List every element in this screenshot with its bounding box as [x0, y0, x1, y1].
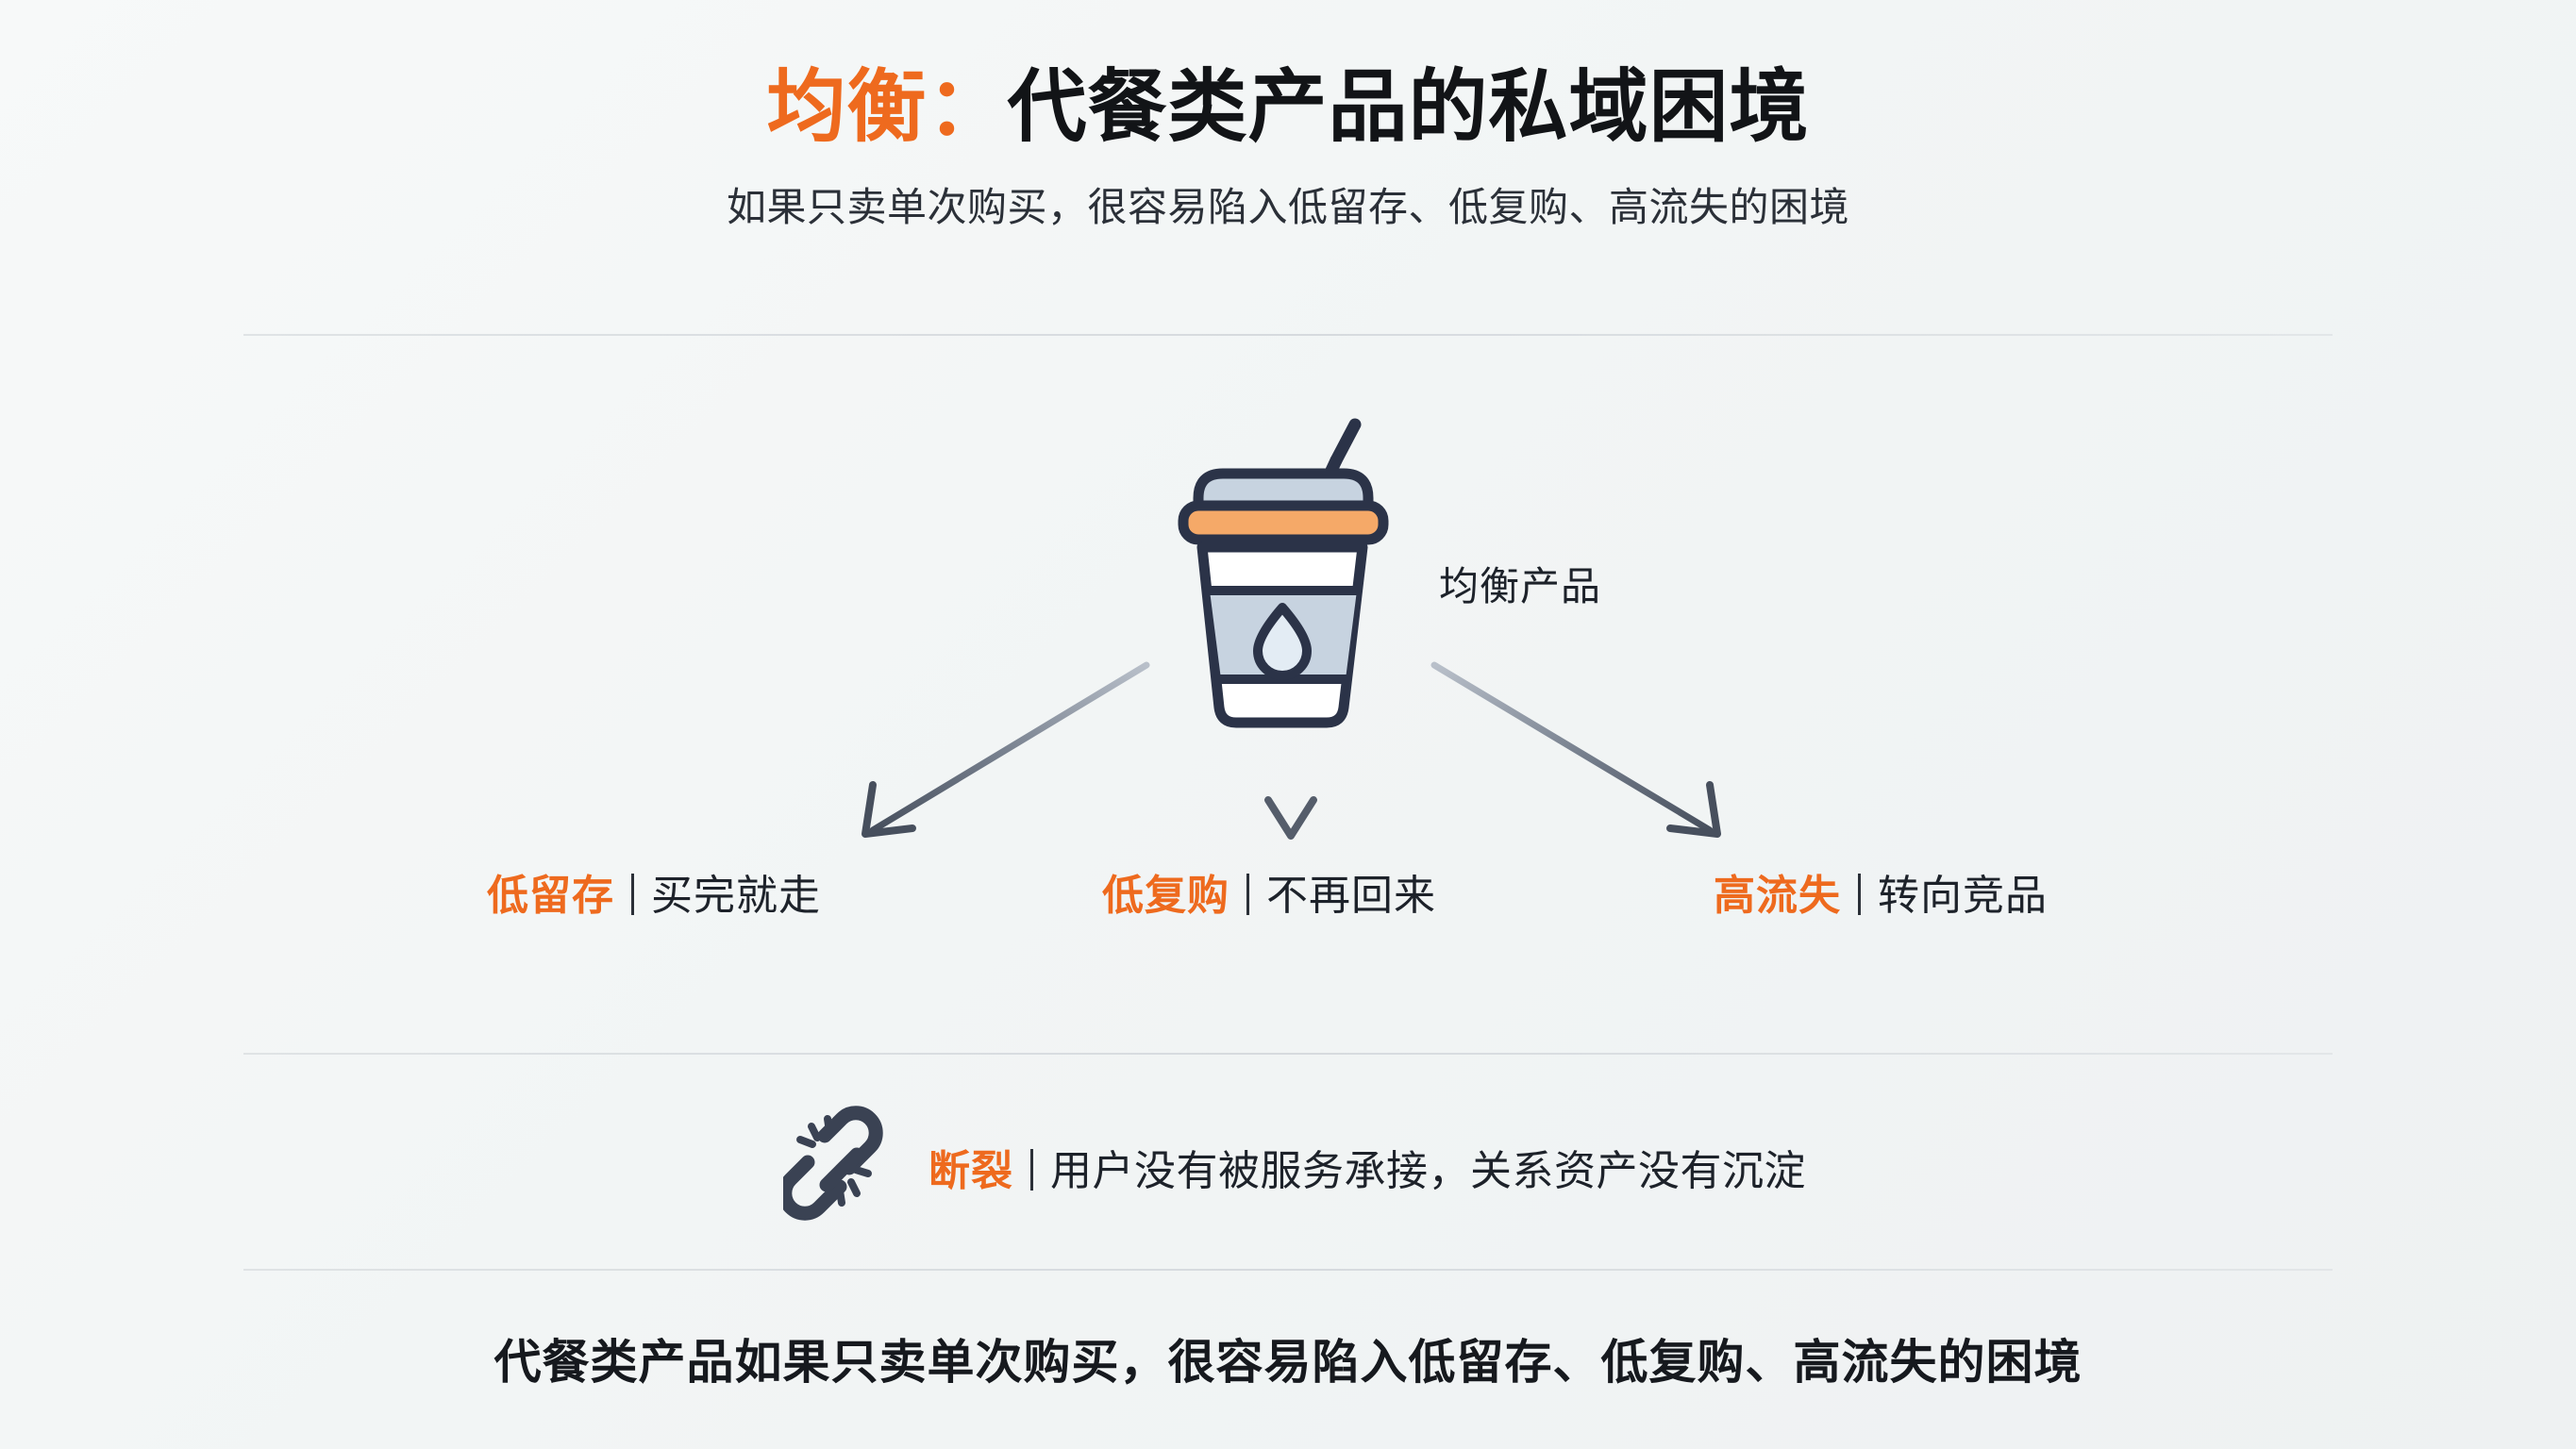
branch-separator: [631, 874, 634, 915]
branch-key: 低留存: [487, 873, 614, 919]
branch-labels-group: 低留存 买完就走 低复购 不再回来 高流失 转向竞品: [0, 866, 2576, 932]
arrow-down-left-icon: [861, 661, 1150, 838]
branch-item: 低复购 不再回来: [1102, 866, 1436, 926]
page-title-rest: 代餐类产品的私域困境: [1007, 62, 1810, 151]
divider-middle: [243, 1053, 2333, 1055]
branch-key: 高流失: [1714, 873, 1841, 919]
branch-item: 高流失 转向竞品: [1714, 866, 2048, 926]
footer-text: 代餐类产品如果只卖单次购买，很容易陷入低留存、低复购、高流失的困境: [493, 1336, 2083, 1389]
arrow-down-icon: [1264, 746, 1317, 840]
broken-chain-icon: [783, 1106, 896, 1228]
divider-top: [243, 334, 2333, 336]
drink-cup-icon: [1178, 408, 1404, 730]
slide-header: 均衡：代餐类产品的私域困境 如果只卖单次购买，很容易陷入低留存、低复购、高流失的…: [0, 62, 2576, 233]
source-label: 均衡产品: [1439, 564, 1602, 608]
break-note-separator: [1030, 1149, 1033, 1191]
divider-bottom: [243, 1269, 2333, 1271]
branch-value: 转向竞品: [1878, 873, 2048, 919]
arrow-down-right-icon: [1430, 661, 1721, 838]
page-title: 均衡：代餐类产品的私域困境: [0, 62, 2576, 151]
page-subtitle: 如果只卖单次购买，很容易陷入低留存、低复购、高流失的困境: [726, 185, 1849, 230]
slide-footer: 代餐类产品如果只卖单次购买，很容易陷入低留存、低复购、高流失的困境: [0, 1324, 2576, 1392]
page-title-accent: 均衡：: [766, 62, 1008, 151]
branch-separator: [1246, 874, 1249, 915]
branch-separator: [1858, 874, 1861, 915]
break-note-value: 用户没有被服务承接，关系资产没有沉淀: [1050, 1148, 1806, 1194]
break-note-row: 断裂 用户没有被服务承接，关系资产没有沉淀: [783, 1096, 1806, 1238]
branch-item: 低留存 买完就走: [487, 866, 821, 926]
branch-key: 低复购: [1102, 873, 1229, 919]
branch-value: 买完就走: [651, 873, 821, 919]
branch-value: 不再回来: [1266, 873, 1436, 919]
break-note-text: 断裂 用户没有被服务承接，关系资产没有沉淀: [928, 1137, 1806, 1197]
break-note-key: 断裂: [928, 1148, 1013, 1194]
